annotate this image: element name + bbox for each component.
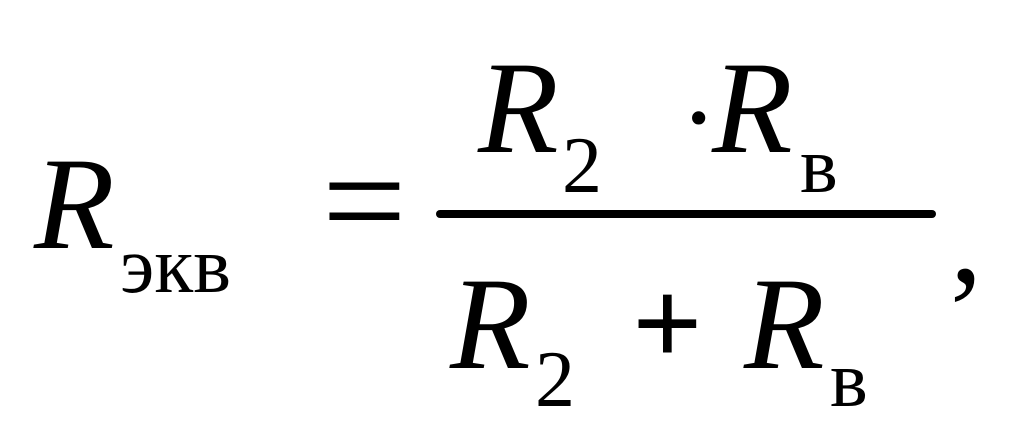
lhs-subscript: экв (120, 222, 231, 310)
numerator-term1-symbol: R (478, 34, 559, 181)
numerator-term1-subscript: 2 (562, 122, 602, 210)
denominator-operator: + (632, 255, 703, 392)
numerator-term2-subscript: в (800, 122, 838, 210)
numerator-operator: · (680, 56, 718, 180)
numerator-term2-symbol: R (712, 34, 793, 181)
trailing-comma: , (950, 167, 983, 311)
denominator-term1-symbol: R (450, 250, 531, 397)
denominator-term2-subscript: в (830, 336, 868, 424)
equals-sign: = (322, 118, 407, 284)
denominator-term1-subscript: 2 (535, 336, 575, 424)
denominator-term2-symbol: R (744, 250, 825, 397)
lhs-symbol: R (34, 130, 115, 277)
fraction-bar (436, 210, 936, 218)
